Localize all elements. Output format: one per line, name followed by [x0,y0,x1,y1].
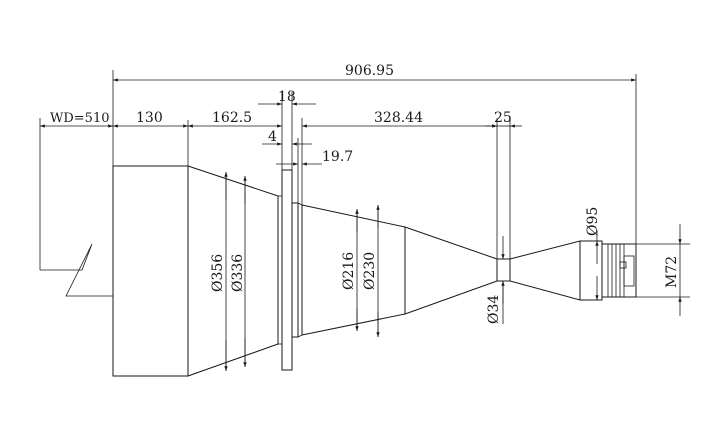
neck-diameter-label: Ø34 [486,295,502,324]
mount-ring [601,243,637,298]
front-barrel-length-label: 130 [136,110,163,126]
dim-rear-diameter: Ø95 [585,207,601,300]
dim-mount-thread: M72 [636,224,690,316]
working-distance-label: WD=510 [50,111,110,126]
front-outer-diameter-label: Ø356 [210,254,226,292]
rear-taper-length-label: 328.44 [374,110,423,126]
rear-barrel [579,240,603,301]
neck-length-label: 25 [494,110,512,126]
rear-diameter-label: Ø95 [585,207,601,236]
rear-cone [509,240,581,301]
flange-step [291,202,299,338]
front-cone-length-label: 162.5 [212,110,252,126]
dim-neck-diameter: Ø34 [486,236,505,324]
flange [281,169,293,371]
working-distance-break [39,70,114,297]
dim-row-upper: WD=510 130 162.5 [40,110,282,166]
dim-flange: 18 4 19.7 [258,89,353,205]
dim-overall-length: 906.95 [113,63,637,244]
mid-outer-diameter-label: Ø230 [362,252,378,290]
dim-front-diameters: Ø356 Ø336 [210,171,247,371]
rear-taper [404,226,498,315]
neck [496,258,511,282]
mid-inner-diameter-label: Ø216 [341,252,357,290]
flange-step-label: 19.7 [322,149,353,165]
mount-thread-label: M72 [664,256,680,288]
dim-rear-upper: 328.44 25 [302,110,522,259]
dim-mid-diameters: Ø216 Ø230 [341,204,380,337]
flange-width-label: 18 [278,89,296,105]
front-barrel [112,165,189,377]
overall-length-label: 906.95 [345,63,394,79]
flange-gap-label: 4 [268,129,277,145]
front-inner-diameter-label: Ø336 [230,254,246,292]
